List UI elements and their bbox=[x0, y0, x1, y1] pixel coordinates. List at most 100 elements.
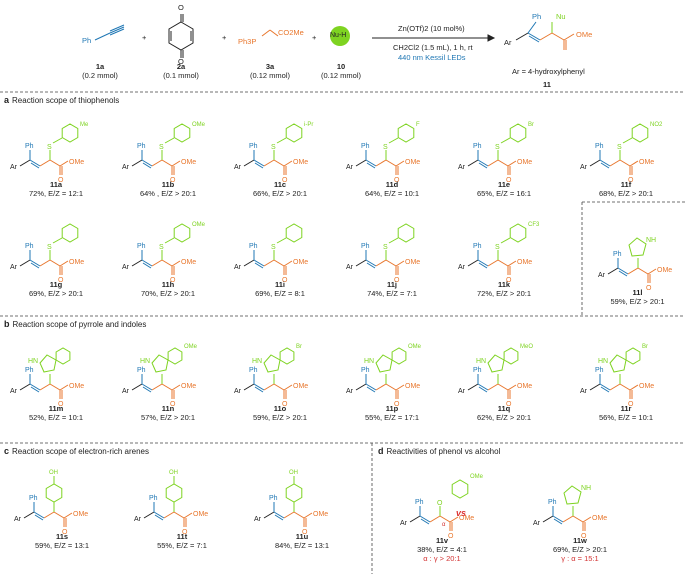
carbonyl-o-label: O bbox=[394, 401, 400, 408]
compound-result: 74%, E/Z = 7:1 bbox=[367, 289, 417, 298]
ph-label: Ph bbox=[415, 499, 424, 506]
compound-label: 11s bbox=[55, 532, 69, 541]
pyrrole-ring bbox=[375, 354, 393, 373]
pyrrole-ring bbox=[39, 354, 57, 373]
vs-label: vs bbox=[456, 508, 467, 518]
compound-label: 11v bbox=[435, 536, 449, 545]
ph-label: Ph bbox=[29, 495, 38, 502]
compound-label: 11e bbox=[497, 180, 511, 189]
benzo-ring bbox=[167, 347, 183, 365]
regio-ratio: α : γ > 20:1 bbox=[423, 554, 461, 563]
aryl-ring bbox=[397, 223, 415, 243]
aryl-ring bbox=[61, 223, 79, 243]
core-skeleton bbox=[589, 150, 639, 175]
core-skeleton bbox=[243, 374, 293, 399]
ar-label: Ar bbox=[234, 164, 242, 171]
benzo-ring bbox=[503, 347, 519, 365]
oh-label: OH bbox=[289, 470, 298, 476]
s-aryl-bond bbox=[388, 137, 399, 144]
core-skeleton bbox=[131, 150, 181, 175]
substituent-label: MeO bbox=[520, 344, 533, 350]
compound-result: 69%, E/Z > 20:1 bbox=[29, 289, 83, 298]
aryl-ring bbox=[631, 123, 649, 143]
carbonyl-o-label: O bbox=[628, 401, 634, 408]
core-skeleton bbox=[355, 150, 405, 175]
hn-label: HN bbox=[598, 358, 608, 365]
plus-3: + bbox=[312, 33, 317, 42]
compound-label: 11r bbox=[620, 404, 632, 413]
ar-label: Ar bbox=[122, 164, 130, 171]
pyrrole-ring bbox=[609, 354, 627, 373]
carbonyl-o-label: O bbox=[448, 533, 454, 540]
sulfur-label: S bbox=[47, 244, 52, 251]
ome-label: OMe bbox=[73, 511, 88, 518]
ar-label: Ar bbox=[10, 388, 18, 395]
compound-result: 84%, E/Z = 13:1 bbox=[275, 541, 329, 550]
carbonyl-o-label: O bbox=[282, 401, 288, 408]
ph-label: Ph bbox=[249, 367, 258, 374]
sulfur-label: S bbox=[617, 144, 622, 151]
compound-result: 59%, E/Z > 20:1 bbox=[253, 413, 307, 422]
aryl-ring bbox=[285, 123, 303, 143]
aryl-ring bbox=[509, 223, 527, 243]
reactant-2a-structure bbox=[168, 14, 194, 58]
carbonyl-o-label: O bbox=[170, 277, 176, 284]
condition-line2: CH2Cl2 (1.5 mL), 1 h, rt bbox=[393, 43, 473, 52]
reactant-3a-amount: (0.12 mmol) bbox=[249, 71, 290, 80]
compound-label: 11t bbox=[176, 532, 188, 541]
benzo-ring bbox=[391, 347, 407, 365]
hn-label: HN bbox=[476, 358, 486, 365]
compound-label: 11o bbox=[273, 404, 287, 413]
compound-label: 11f bbox=[620, 180, 632, 189]
compound-label: 11j bbox=[386, 280, 397, 289]
aryl-ring bbox=[285, 223, 303, 243]
ome-label: OMe bbox=[459, 515, 474, 522]
ar-label: Ar bbox=[346, 388, 354, 395]
ome-label: OMe bbox=[293, 383, 308, 390]
carbonyl-o-label: O bbox=[506, 277, 512, 284]
ph-label: Ph bbox=[595, 367, 604, 374]
carbonyl-o-label: O bbox=[282, 277, 288, 284]
compound-result: 57%, E/Z > 20:1 bbox=[141, 413, 195, 422]
core-skeleton bbox=[589, 374, 639, 399]
ph-label: Ph bbox=[473, 367, 482, 374]
carbonyl-o-label: O bbox=[394, 177, 400, 184]
product-nu: Nu bbox=[556, 12, 566, 21]
reactant-3a-structure bbox=[261, 29, 279, 37]
nh-label: NH bbox=[581, 485, 591, 492]
core-skeleton bbox=[19, 250, 69, 275]
condition-line3: 440 nm Kessil LEDs bbox=[398, 53, 466, 62]
carbonyl-o-label: O bbox=[58, 177, 64, 184]
ph-label: Ph bbox=[473, 143, 482, 150]
s-aryl-bond bbox=[500, 237, 511, 244]
compound-label: 11g bbox=[49, 280, 63, 289]
compound-result: 72%, E/Z = 12:1 bbox=[29, 189, 83, 198]
product-ar-def: Ar = 4-hydroxylphenyl bbox=[512, 67, 585, 76]
plus-2: + bbox=[222, 33, 227, 42]
substituent-label: Br bbox=[642, 344, 648, 350]
substituent-label: CF3 bbox=[528, 222, 540, 228]
carbonyl-o-label: O bbox=[302, 529, 308, 536]
core-skeleton bbox=[19, 374, 69, 399]
product-ome: OMe bbox=[576, 30, 593, 39]
core-skeleton bbox=[355, 374, 405, 399]
substituent-label: NO2 bbox=[650, 122, 663, 128]
